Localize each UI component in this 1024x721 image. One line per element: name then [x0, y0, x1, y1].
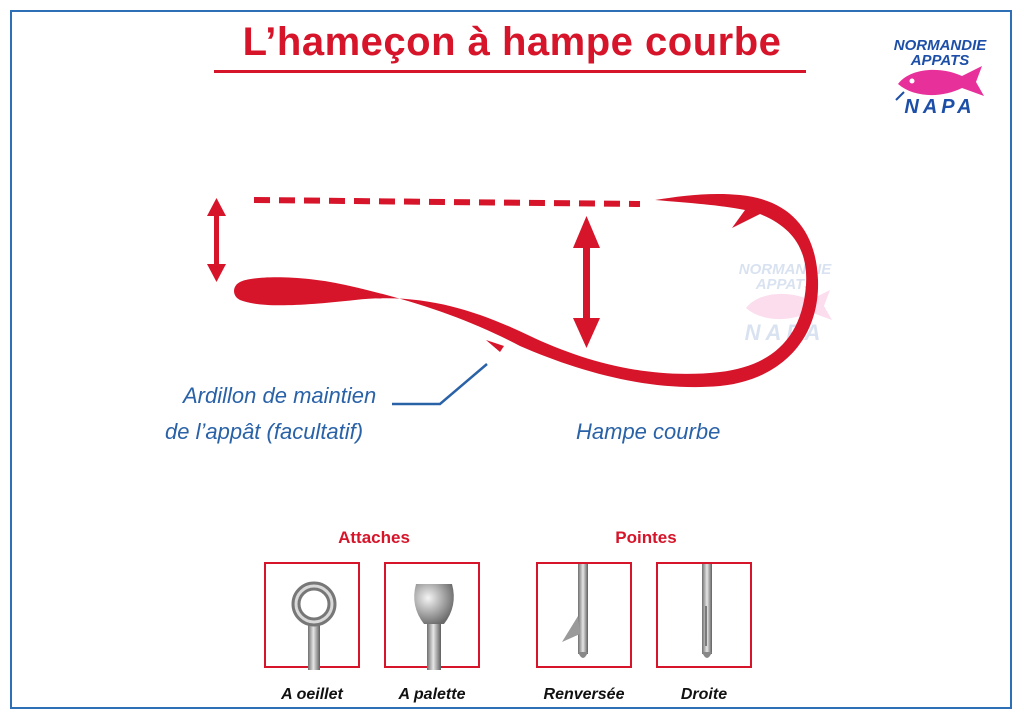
- droite-caption: Droite: [680, 686, 728, 703]
- watermark-fish-icon: [746, 290, 832, 320]
- ardillon-leader-line: [392, 363, 488, 406]
- renversee-caption: Renversée: [543, 686, 625, 703]
- logo-text-normandie-appats: NORMANDIE APPATS: [893, 37, 987, 69]
- straight-point-icon: [702, 564, 712, 658]
- eye-attachment-icon: [291, 581, 337, 670]
- reversed-point-icon: [562, 564, 588, 658]
- fish-icon: [895, 66, 984, 101]
- page-frame: [10, 10, 1012, 709]
- hampe-courbe-label: Hampe courbe: [576, 419, 721, 444]
- droite-box: [656, 562, 752, 668]
- attaches-heading: Attaches: [338, 528, 410, 547]
- gap-reference-line: [253, 197, 641, 207]
- oeillet-box: [264, 562, 360, 670]
- palette-caption: A palette: [398, 686, 466, 703]
- hook-shank: [234, 193, 819, 388]
- pointes-heading: Pointes: [615, 528, 677, 547]
- ardillon-label-line1: Ardillon de maintien: [183, 383, 377, 408]
- gap-arrow-left: [207, 198, 226, 282]
- palette-attachment-icon: [414, 584, 454, 670]
- renversee-box: [536, 562, 632, 668]
- ardillon-label-line2: de l’appât (facultatif): [165, 419, 364, 444]
- napa-logo: NORMANDIE APPATS NAPA: [880, 32, 1000, 122]
- title-underline: [214, 70, 806, 73]
- page-title: L’hameçon à hampe courbe: [242, 20, 782, 64]
- palette-box: [384, 562, 480, 670]
- bait-barb: [486, 340, 504, 352]
- logo-text-napa: NAPA: [904, 96, 976, 118]
- oeillet-caption: A oeillet: [281, 686, 343, 703]
- gap-arrow-center: [573, 216, 600, 348]
